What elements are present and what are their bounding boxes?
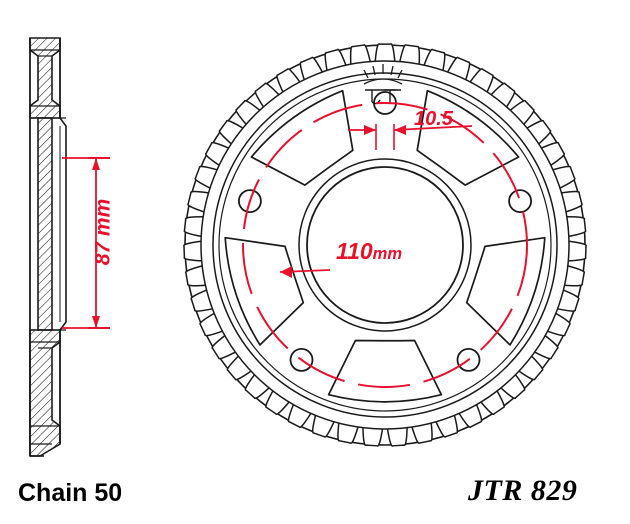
sprocket-tooth [254,82,280,108]
sprocket-tooth [557,289,580,312]
sprocket-tooth [566,216,587,238]
sprocket-tooth [287,404,312,429]
sprocket-tooth [362,427,384,447]
sprocket-center-bore-outer [298,158,472,332]
sprocket-tooth [458,404,483,429]
dim105-arrow-right [394,125,406,135]
dim110-arrow [280,266,292,278]
sprocket-tooth [265,390,290,415]
dimension-87mm [62,157,110,329]
dimension-110mm [242,102,528,388]
dimension-unit-110: mm [372,244,403,263]
sprocket-tooth [500,374,526,400]
dimension-10-5 [348,124,473,150]
jt-logo [363,64,403,105]
bolt-hole [508,189,532,214]
bolt-circle-110 [242,102,528,388]
sprocket-tooth [541,141,566,166]
sprocket-tooth [204,141,229,166]
sprocket-tooth [411,423,433,445]
lightening-cutout [327,339,443,403]
sprocket-tooth [469,68,494,93]
sprocket-tooth [218,119,244,145]
sprocket-tooth [423,48,446,71]
sprocket-tooth [190,289,213,312]
dimension-label-10-5: 10.5 [414,108,453,130]
dim87-arrow-top [92,158,100,170]
dim87-arrow-bottom [92,316,100,328]
sprocket-tooth [244,374,270,400]
side-bottom-hub [29,329,61,457]
sprocket-tooth [547,312,571,337]
sprocket-tooth [235,99,261,125]
sprocket-tooth [337,423,359,445]
sprocket-tooth [183,216,204,238]
sprocket-tooth [564,265,586,287]
sprocket-tooth [568,240,587,262]
sprocket-tooth [399,44,421,65]
dimension-label-110mm: 110mm [336,238,403,264]
sprocket-tooth [187,190,209,213]
sprocket-tooth [184,265,206,287]
sprocket-tooth [386,427,408,447]
sprocket-tooth [480,390,505,415]
sprocket-tooth [183,240,202,262]
part-number-caption: JTR 829 [468,474,578,507]
dim105-arrow-left [364,125,376,135]
sprocket-root-circle [200,60,570,430]
sprocket-tooth [561,190,583,213]
sprocket-center-bore [306,166,464,324]
sprocket-tooth [226,355,252,381]
sprocket-tooth [374,43,396,62]
dim105-line-right [393,125,473,131]
sprocket-tooth [509,99,535,125]
sprocket-tooth [518,355,544,381]
sprocket-rim-inner-circle [212,72,558,418]
side-tooth-band [59,117,67,331]
sprocket-tooth [526,119,552,145]
dimension-label-87mm: 87 mm [91,198,115,266]
side-view-group [29,37,67,457]
sprocket-tooth [349,44,371,65]
sprocket-tooth [199,312,223,337]
sprocket-tooth [534,335,559,360]
sprocket-teeth [183,43,587,447]
chain-caption: Chain 50 [18,479,123,507]
sprocket-tooth [276,68,301,93]
sprocket-tooth [324,48,347,71]
side-plate-body [37,117,53,331]
sprocket-tooth [211,335,236,360]
sprocket-tooth [490,82,516,108]
